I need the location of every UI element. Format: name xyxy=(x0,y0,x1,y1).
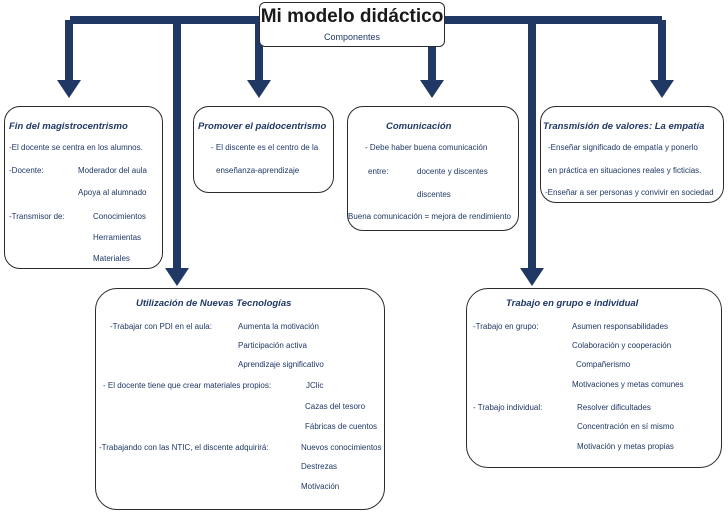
connector-paido xyxy=(255,20,263,82)
list-item: Motivaciones y metas comunes xyxy=(572,380,684,389)
box-nuevas-tecnologias xyxy=(95,288,385,510)
list-item: Motivación xyxy=(301,482,340,491)
arrow-ntic xyxy=(165,268,189,286)
individual-label: - Trabajo individual: xyxy=(473,403,543,412)
list-item: Conocimientos xyxy=(93,212,146,221)
box-transmision-valores xyxy=(540,106,724,203)
box-title: Promover el paidocentrismo xyxy=(198,121,327,132)
list-item: JClic xyxy=(306,381,324,390)
bar-to-title-left xyxy=(70,16,260,24)
text-line: -Enseñar a ser personas y convivir en so… xyxy=(545,188,714,197)
transmisor-label: -Transmisor de: xyxy=(9,212,65,221)
text-line: -Enseñar significado de empatía y ponerl… xyxy=(548,143,698,152)
list-item: discentes xyxy=(417,190,451,199)
list-item: Aumenta la motivación xyxy=(238,322,319,331)
box-fin-magistrocentrismo xyxy=(4,106,163,269)
box-title: Transmisión de valores: La empatía xyxy=(543,121,705,132)
list-item: Moderador del aula xyxy=(78,166,147,175)
materiales-label: - El docente tiene que crear materiales … xyxy=(103,381,272,390)
arrow-fin xyxy=(57,80,81,98)
text-line: -El docente se centra en los alumnos. xyxy=(9,143,143,152)
connector-comunicacion xyxy=(428,20,436,82)
box-title: Trabajo en grupo e individual xyxy=(506,298,639,309)
box-trabajo-grupo-individual xyxy=(466,288,722,468)
box-title: Fin del magistrocentrismo xyxy=(9,121,128,132)
entre-label: entre: xyxy=(368,167,389,176)
adquirira-label: -Trabajando con las NTIC, el discente ad… xyxy=(99,443,269,452)
list-item: Resolver dificultades xyxy=(577,403,651,412)
connector-ntic xyxy=(173,20,181,270)
list-item: Destrezas xyxy=(301,462,338,471)
list-item: Herramientas xyxy=(93,233,142,242)
list-item: Aprendizaje significativo xyxy=(238,360,324,369)
text-line: enseñanza-aprendizaje xyxy=(216,166,300,175)
arrow-comunicacion xyxy=(420,80,444,98)
text-line: - Debe haber buena comunicación xyxy=(365,143,488,152)
arrow-valores xyxy=(650,80,674,98)
connector-fin xyxy=(65,20,73,82)
connector-trabajo xyxy=(528,20,536,270)
box-title: Comunicación xyxy=(386,121,452,132)
arrow-trabajo xyxy=(520,268,544,286)
box-paidocentrismo xyxy=(193,106,334,193)
grupo-label: -Trabajo en grupo: xyxy=(473,322,539,331)
box-comunicacion xyxy=(347,106,519,231)
list-item: Participación activa xyxy=(238,341,307,350)
list-item: Cazas del tesoro xyxy=(305,402,366,411)
docente-label: -Docente: xyxy=(9,166,44,175)
list-item: Concentración en sí mismo xyxy=(577,422,674,431)
connector-valores xyxy=(658,20,666,82)
text-line: - El discente es el centro de la xyxy=(211,143,319,152)
text-line: Buena comunicación = mejora de rendimien… xyxy=(348,212,511,221)
list-item: Fábricas de cuentos xyxy=(305,422,378,431)
arrow-paido xyxy=(247,80,271,98)
box-title: Utilización de Nuevas Tecnologías xyxy=(136,298,292,309)
diagram-subtitle: Componentes xyxy=(323,32,381,42)
list-item: Asumen responsabilidades xyxy=(572,322,669,331)
list-item: Colaboración y cooperación xyxy=(572,341,672,350)
list-item: Apoya al alumnado xyxy=(78,188,147,197)
list-item: Motivación y metas propias xyxy=(577,442,674,451)
list-item: Nuevos conocimientos xyxy=(301,443,382,452)
text-line: en práctica en situaciones reales y fict… xyxy=(548,166,702,175)
list-item: Materiales xyxy=(93,254,130,263)
list-item: Compañerismo xyxy=(576,360,631,369)
diagram-title: Mi modelo didáctico xyxy=(260,6,444,27)
title-box: Mi modelo didáctico Componentes xyxy=(259,2,445,47)
list-item: docente y discentes xyxy=(417,167,488,176)
pdi-label: -Trabajar con PDI en el aula: xyxy=(110,322,212,331)
